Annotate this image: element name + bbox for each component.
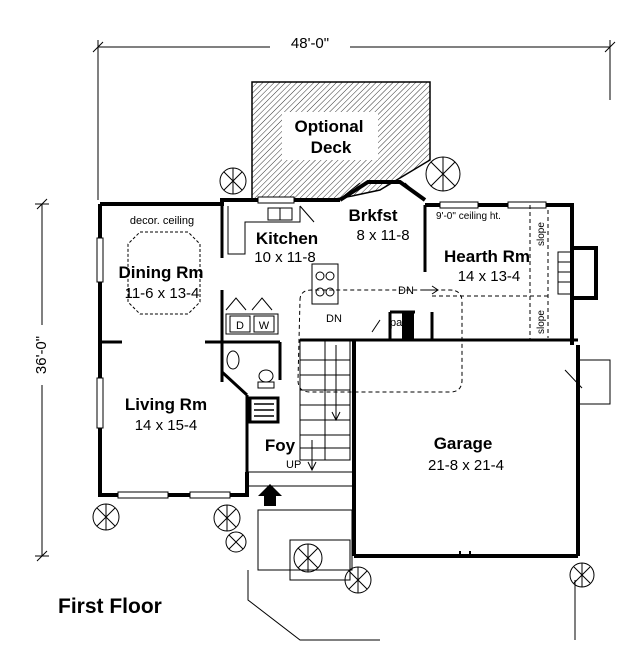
exterior-walls xyxy=(98,180,598,558)
hearth-size: 14 x 13-4 xyxy=(458,268,521,285)
depth-dimension-label: 36'-0" xyxy=(33,336,50,374)
kitchen-counters xyxy=(227,205,339,305)
width-dimension-label: 48'-0" xyxy=(291,35,329,52)
up-label: UP xyxy=(286,459,301,471)
hearth-name: Hearth Rm xyxy=(444,247,530,266)
slope-label-2: slope xyxy=(536,310,547,334)
brkfst-name: Brkfst xyxy=(348,206,397,225)
garage-name: Garage xyxy=(434,434,493,453)
dining-size: 11-6 x 13-4 xyxy=(125,285,200,302)
dining-note: decor. ceiling xyxy=(130,215,194,227)
dryer-label: D xyxy=(236,320,244,332)
dashed-overhead-lines xyxy=(297,205,549,393)
dining-name: Dining Rm xyxy=(119,263,204,282)
door-swings xyxy=(344,182,611,557)
kitchen-name: Kitchen xyxy=(256,229,318,248)
deck-label-line1: Optional xyxy=(295,117,364,136)
kitchen-size: 10 x 11-8 xyxy=(254,249,315,266)
washer-label: W xyxy=(259,320,270,332)
front-porch xyxy=(246,471,576,641)
living-name: Living Rm xyxy=(125,395,207,414)
powder-room-fixtures xyxy=(226,350,275,389)
shrub-icon xyxy=(344,566,372,594)
shrub-icon xyxy=(425,156,461,192)
pantry xyxy=(402,312,414,340)
shrub-icon xyxy=(569,562,595,588)
dimension-width-line xyxy=(92,40,616,200)
landscape-shrubs xyxy=(92,156,595,594)
deck-label-line2: Deck xyxy=(311,138,352,157)
laundry-area xyxy=(225,297,279,335)
fireplace xyxy=(557,251,573,295)
shrub-icon xyxy=(219,167,247,195)
down-label-1: DN xyxy=(398,285,414,297)
interior-walls xyxy=(100,204,578,472)
windows xyxy=(96,196,547,499)
shrub-icon xyxy=(293,543,323,573)
garage-door-marks xyxy=(459,551,471,556)
living-size: 14 x 15-4 xyxy=(135,417,198,434)
garage-size: 21-8 x 21-4 xyxy=(428,457,504,474)
plan-title: First Floor xyxy=(58,595,162,618)
shrub-icon xyxy=(92,503,120,531)
slope-label-1: slope xyxy=(536,222,547,246)
shrub-icon xyxy=(225,531,247,553)
entry-arrow-icon xyxy=(258,484,282,506)
brkfst-size: 8 x 11-8 xyxy=(356,227,409,244)
foyer-name: Foy xyxy=(265,436,296,455)
pantry-label: pan xyxy=(390,317,408,329)
down-label-2: DN xyxy=(326,313,342,325)
staircase xyxy=(299,339,351,472)
shrub-icon xyxy=(213,504,241,532)
hearth-note: 9'-0" ceiling ht. xyxy=(436,211,501,222)
